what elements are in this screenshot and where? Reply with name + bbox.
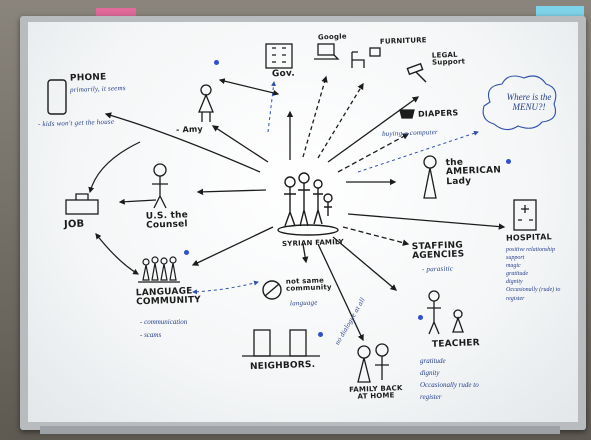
- american-lady-label: the AMERICAN Lady: [445, 157, 502, 188]
- hospital-note: gratitude: [506, 271, 528, 278]
- menu-cloud-text: Where is the MENU?!: [506, 92, 552, 113]
- hospital-note: magic: [506, 263, 521, 270]
- syrian-family-figures: [277, 172, 339, 236]
- teacher-label: TEACHER: [431, 338, 481, 350]
- google-label: Google: [317, 32, 347, 42]
- marker-dot: [318, 332, 323, 337]
- marker-dot: [184, 250, 189, 255]
- counsel-label: U.S. the Counsel: [145, 210, 189, 232]
- language-note: - communication: [140, 318, 188, 326]
- staffing-note: - parasitic: [421, 264, 454, 274]
- language-notes: - communication - scams: [140, 316, 210, 341]
- hospital-note: support: [506, 255, 525, 262]
- marker-dot: [214, 60, 219, 65]
- diapers-label: DIAPERS: [417, 108, 459, 119]
- teacher-note: Occasionally rude to register: [420, 380, 479, 401]
- whiteboard-tray: [40, 426, 560, 434]
- hospital-label: HOSPITAL: [505, 232, 552, 243]
- family-back-home-label: FAMILY BACK AT HOME: [349, 384, 403, 401]
- hospital-note: dignity: [506, 279, 523, 286]
- teacher-note: dignity: [420, 368, 440, 377]
- hospital-note: Occasionally (rude) to register: [506, 287, 561, 302]
- hospital-note: positive relationship: [506, 247, 555, 253]
- gov-label: Gov.: [271, 68, 296, 80]
- language-community-label: LANGUAGE COMMUNITY: [135, 286, 202, 308]
- teacher-note: gratitude: [420, 357, 446, 365]
- legal-label: LEGAL Support: [431, 50, 466, 68]
- staffing-label: STAFFING AGENCIES: [411, 240, 465, 262]
- marker-dot: [506, 159, 511, 164]
- language-note: - scams: [140, 330, 162, 339]
- marker-dot: [418, 315, 423, 320]
- teacher-notes: gratitude dignity Occasionally rude to r…: [420, 356, 492, 404]
- not-same-community-note: language: [289, 298, 318, 308]
- mind-map-drawing: [47, 43, 557, 383]
- job-label: JOB: [63, 218, 85, 231]
- phone-label: PHONE: [69, 72, 107, 84]
- whiteboard: SYRIAN FAMILY PHONE primarily, it seems …: [28, 22, 578, 422]
- hospital-notes: positive relationship support magic grat…: [506, 246, 570, 303]
- amy-label: - Amy: [175, 124, 203, 135]
- not-same-community-label: not same community: [285, 276, 332, 294]
